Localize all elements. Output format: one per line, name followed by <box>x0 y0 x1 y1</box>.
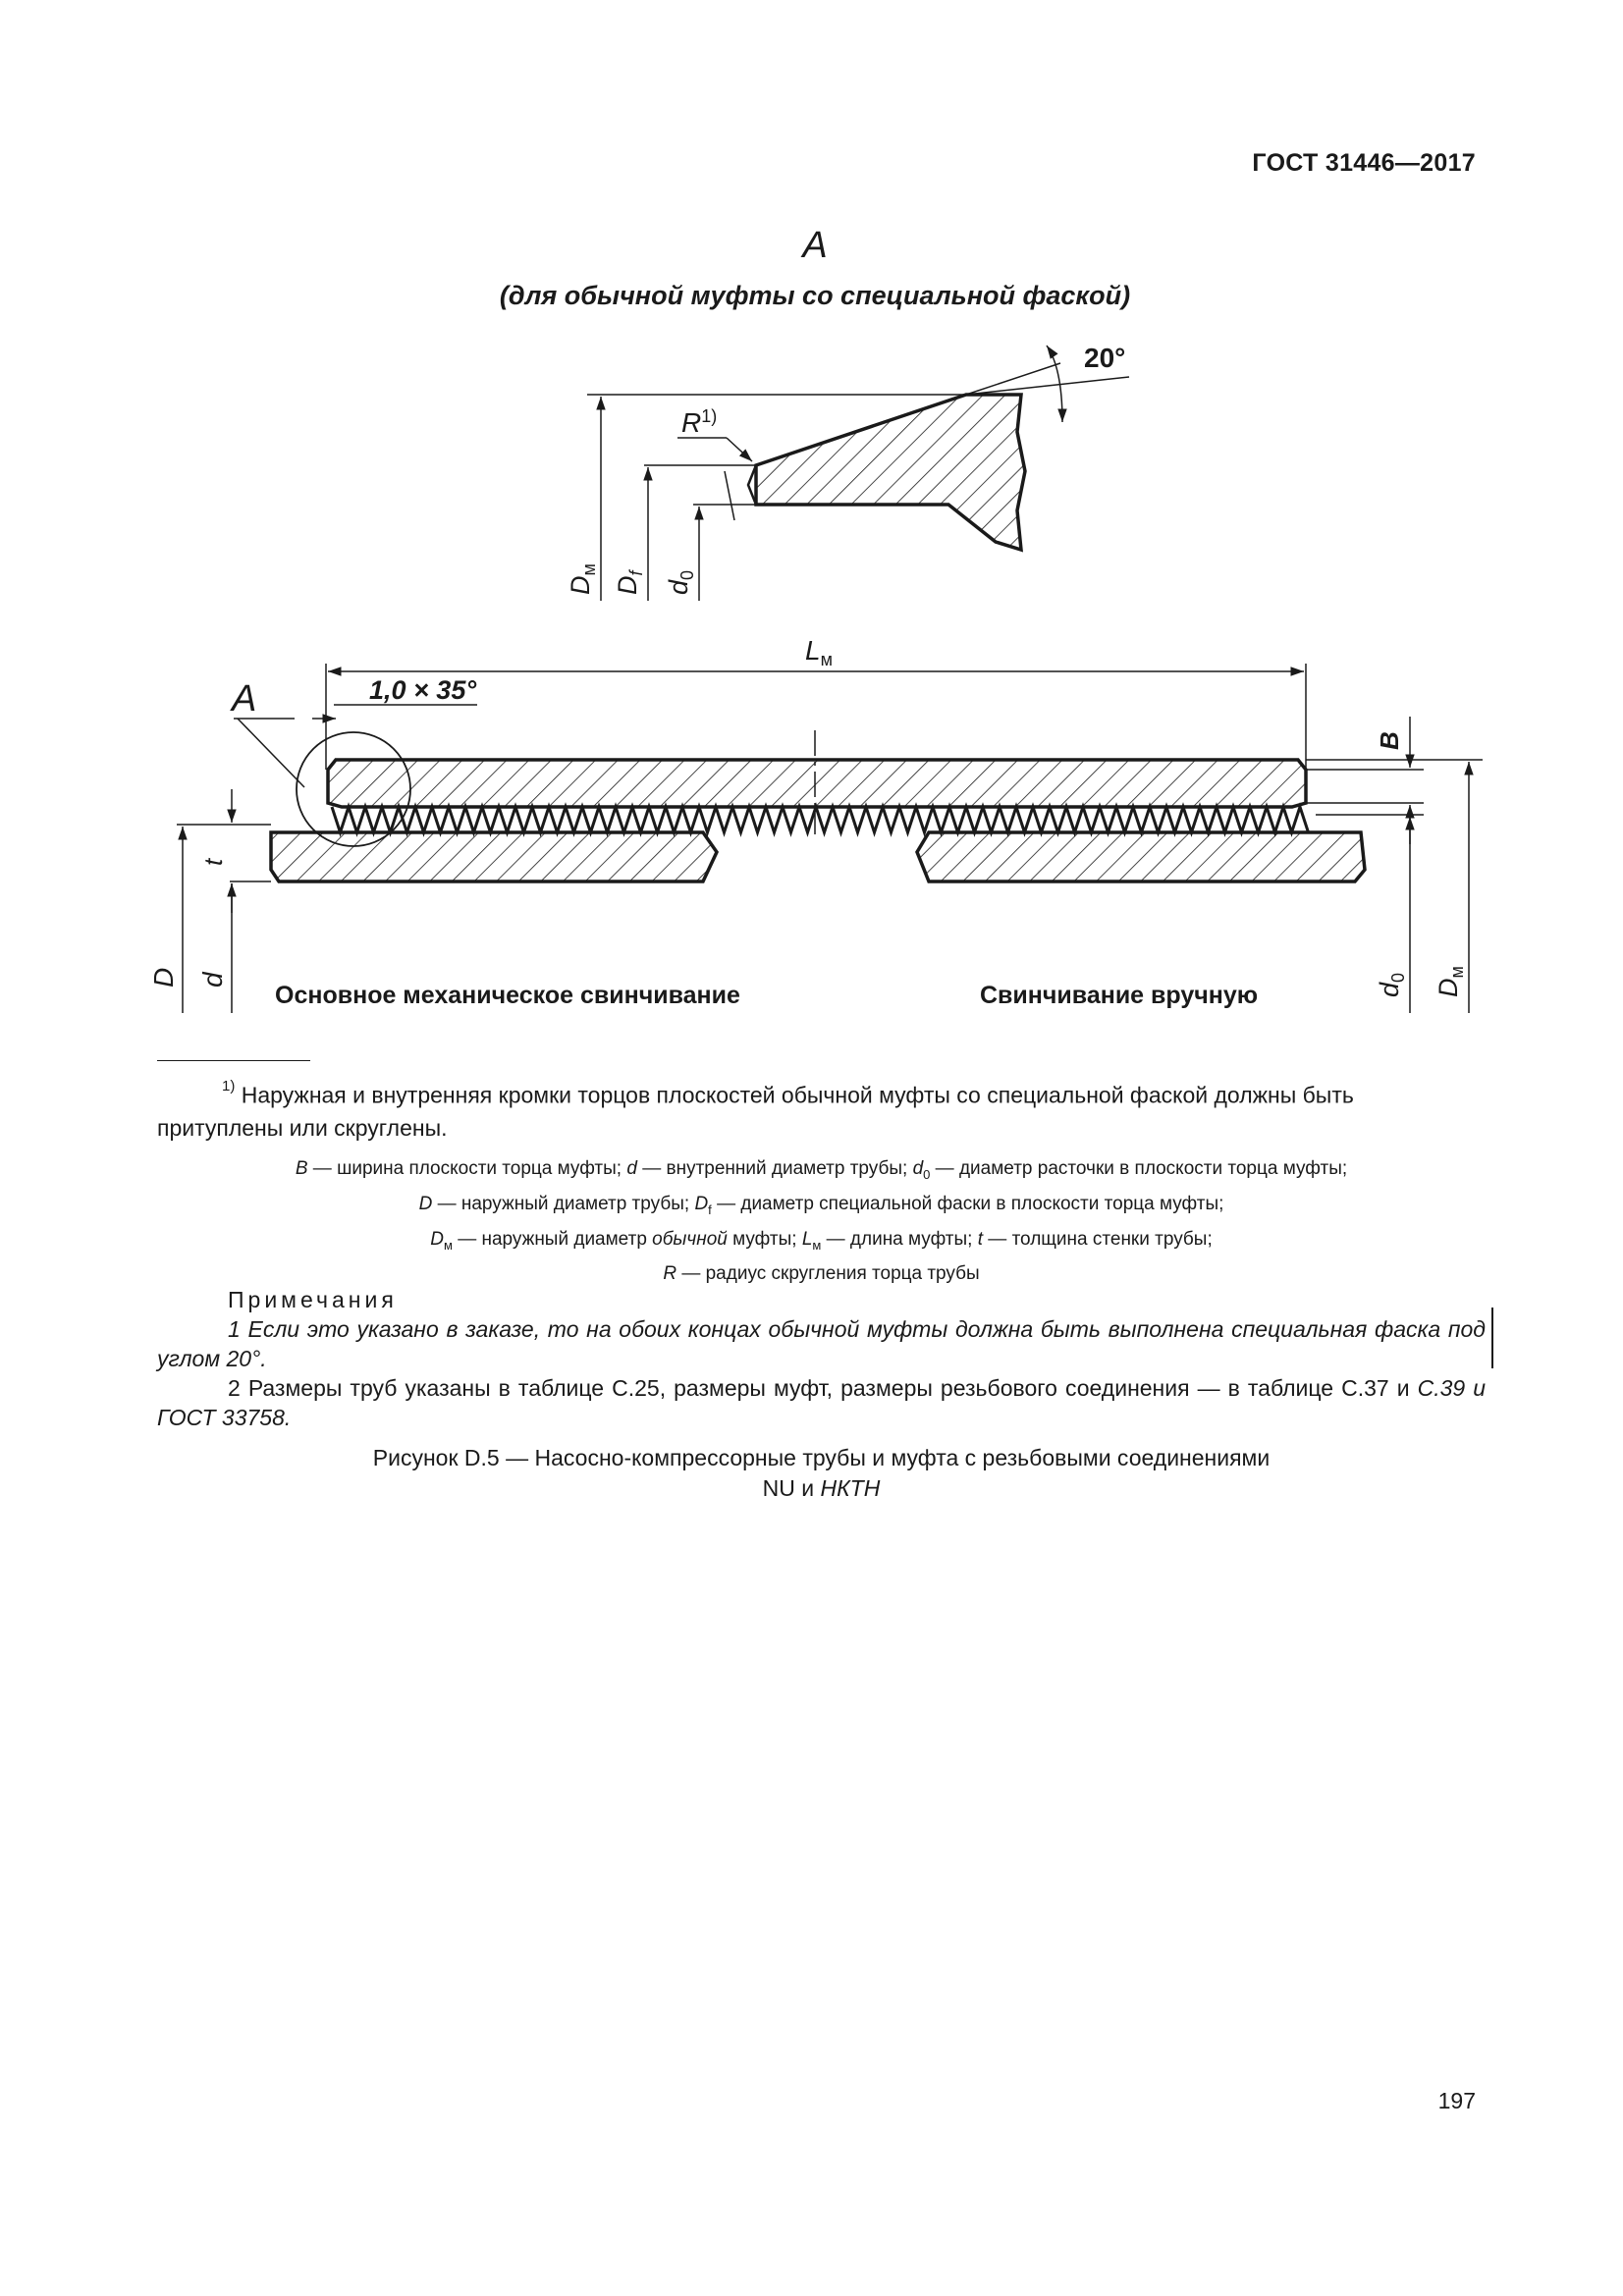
detail-df-label: Df <box>613 569 646 596</box>
notes-title: Примечания <box>228 1287 398 1312</box>
detail-subtitle: (для обычной муфты со специальной фаской… <box>500 281 1130 310</box>
detail-a-drawing <box>587 345 1130 601</box>
angle-label: 20° <box>1084 343 1125 373</box>
radius-label: R1) <box>681 406 717 438</box>
detail-dm-label: Dм <box>566 563 599 595</box>
length-label: Lм <box>805 635 833 669</box>
figure-caption: Рисунок D.5 — Насосно-компрессорные труб… <box>157 1443 1486 1504</box>
legend-line-4: R — радиус скругления торца трубы <box>663 1263 980 1285</box>
detail-ref-label: A <box>230 678 256 720</box>
footnote-rule <box>157 1060 310 1061</box>
note-2: 2 Размеры труб указаны в таблице С.25, р… <box>157 1375 1487 1430</box>
right-dm-label: Dм <box>1434 966 1467 997</box>
legend-line-3: Dм — наружный диаметр обычной муфты; Lм … <box>430 1228 1213 1253</box>
legend-line-1: B — ширина плоскости торца муфты; d — вн… <box>295 1158 1348 1182</box>
legend-line-2: D — наружный диаметр трубы; Df — диаметр… <box>418 1193 1224 1217</box>
page-number: 197 <box>1437 2088 1476 2113</box>
svg-text:B: B <box>1375 731 1404 750</box>
right-d0-label: d0 <box>1375 973 1408 997</box>
assembly-drawing <box>177 664 1483 1013</box>
chamfer-label: 1,0 × 35° <box>369 675 476 705</box>
footnote-marker: 1) <box>222 1078 236 1095</box>
svg-text:Dм: Dм <box>1434 966 1467 997</box>
caption-line-2: NU и НКТН <box>762 1475 881 1501</box>
revision-bar <box>1491 1308 1493 1368</box>
footnote-text: Наружная и внутренняя кромки торцов плос… <box>157 1082 1354 1141</box>
svg-text:D: D <box>148 968 179 988</box>
svg-text:Df: Df <box>613 569 646 596</box>
svg-text:d0: d0 <box>1375 973 1408 997</box>
notes-block: Примечания 1 Если это указано в заказе, … <box>157 1285 1486 1432</box>
inner-d-label: d <box>197 971 228 988</box>
detail-d0-label: d0 <box>664 570 697 595</box>
outer-d-label: D <box>148 968 179 988</box>
thickness-t-label: t <box>198 857 228 866</box>
detail-section <box>754 393 1027 553</box>
note-1: 1 Если это указано в заказе, то на обоих… <box>157 1316 1486 1371</box>
document-header: ГОСТ 31446—2017 <box>1252 149 1476 177</box>
symbol-legend: B — ширина плоскости торца муфты; d — вн… <box>157 1154 1486 1289</box>
svg-text:t: t <box>198 857 228 866</box>
svg-text:Dм: Dм <box>566 563 599 595</box>
svg-text:d0: d0 <box>664 570 697 595</box>
technical-drawing: A (для обычной муфты со специальной фаск… <box>148 225 1483 1013</box>
detail-letter: A <box>800 225 827 266</box>
width-b-label: B <box>1375 731 1404 750</box>
label-manual-makeup: Свинчивание вручную <box>980 982 1258 1009</box>
footnote: 1) Наружная и внутренняя кромки торцов п… <box>157 1074 1486 1145</box>
label-mechanical-makeup: Основное механическое свинчивание <box>275 982 740 1009</box>
svg-text:d: d <box>197 971 228 988</box>
caption-line-1: Рисунок D.5 — Насосно-компрессорные труб… <box>372 1445 1271 1470</box>
